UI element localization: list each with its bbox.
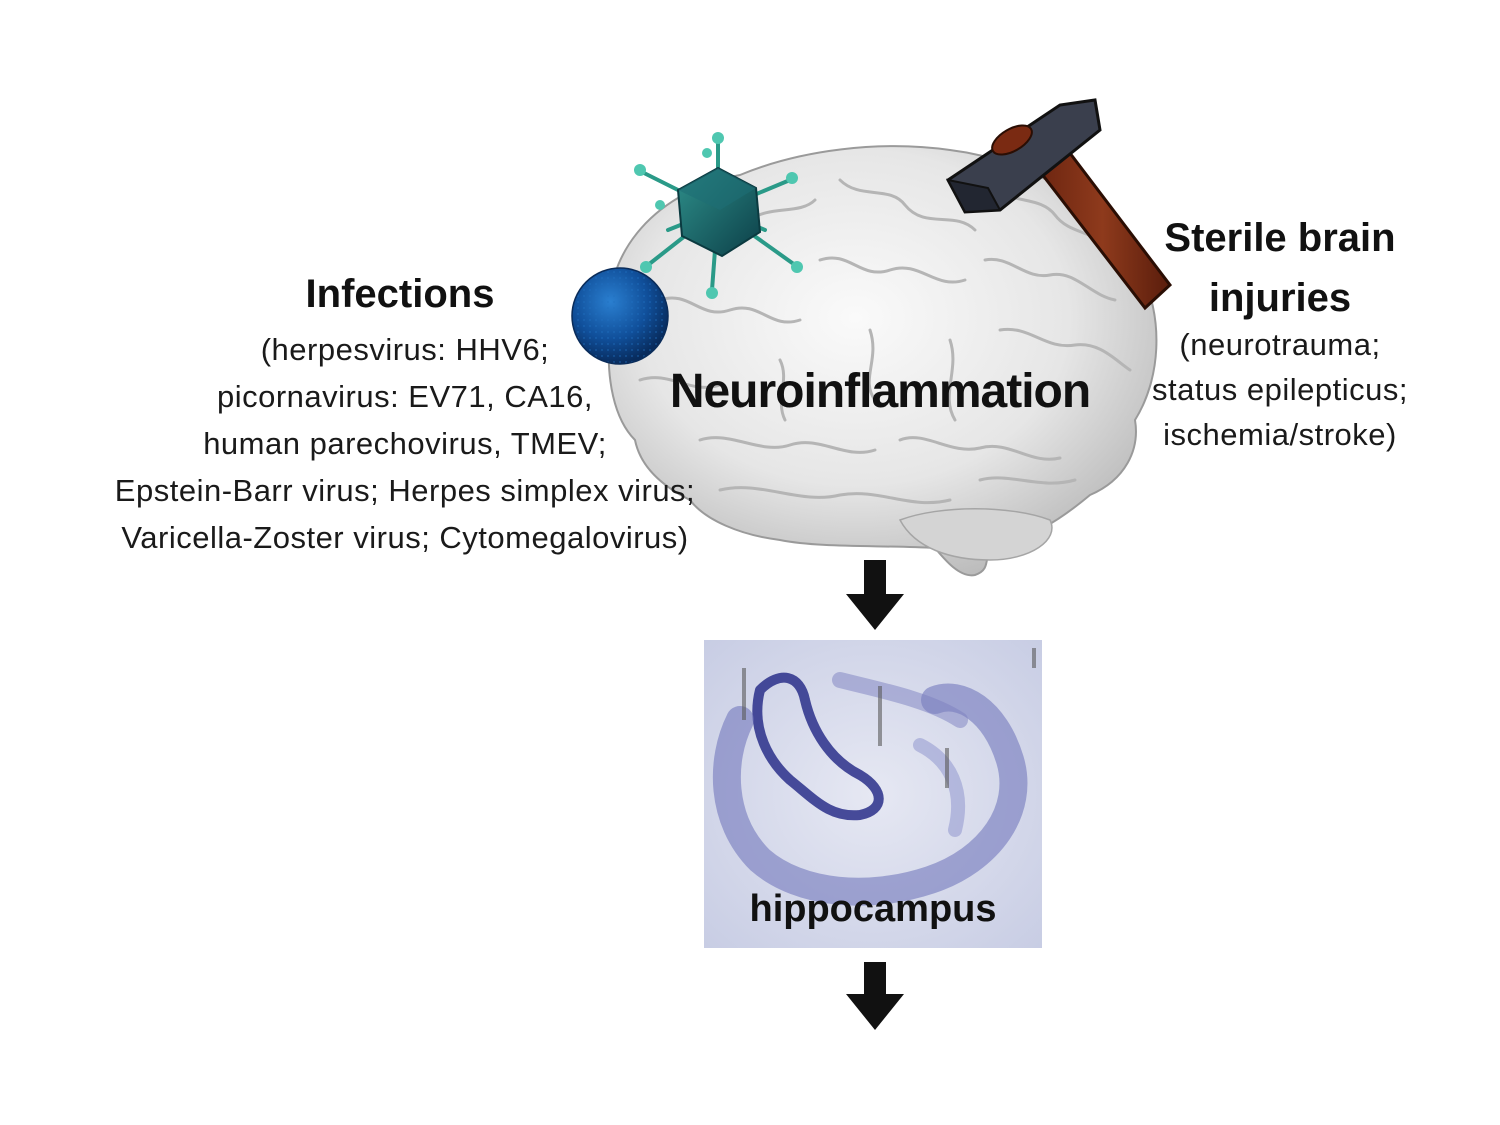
infections-line: (herpesvirus: HHV6;: [260, 332, 550, 367]
infections-list: (herpesvirus: HHV6; picornavirus: EV71, …: [70, 326, 740, 561]
sterile-line: ischemia/stroke): [1163, 417, 1397, 452]
hammer-icon: [946, 98, 1173, 311]
sterile-title-line: injuries: [1208, 276, 1352, 320]
arrow-down-icon: [846, 962, 904, 1030]
arrow-down-icon: [846, 560, 904, 630]
sterile-title: Sterile brain injuries: [1130, 208, 1430, 328]
sterile-line: (neurotrauma;: [1179, 327, 1381, 362]
brain-icon: [607, 145, 1158, 577]
hippocampus-label: hippocampus: [749, 888, 997, 930]
infections-line: Epstein-Barr virus; Herpes simplex virus…: [114, 473, 696, 508]
infections-line: picornavirus: EV71, CA16,: [216, 379, 594, 414]
neuroinflammation-label: Neuroinflammation: [669, 365, 1091, 418]
sterile-line: status epilepticus;: [1152, 372, 1408, 407]
virus-icon: [634, 132, 803, 299]
hippocampus-image: [704, 640, 1042, 948]
infections-line: human parechovirus, TMEV;: [203, 426, 607, 461]
virus-sphere-icon: [571, 267, 669, 365]
infections-line: Varicella-Zoster virus; Cytomegalovirus): [121, 520, 689, 555]
sterile-list: (neurotrauma; status epilepticus; ischem…: [1125, 322, 1435, 457]
sterile-title-line: Sterile brain: [1164, 216, 1396, 260]
infections-title: Infections: [305, 272, 495, 316]
